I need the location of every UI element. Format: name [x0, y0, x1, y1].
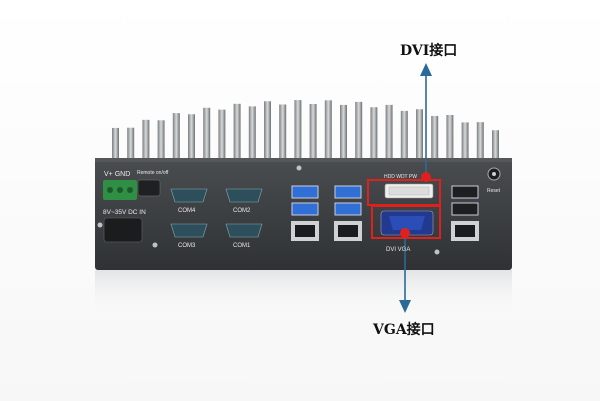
com4-port [170, 188, 208, 203]
dvi-callout-label: DVI接口 [400, 43, 458, 59]
label-remote: Remote on/off [137, 170, 169, 176]
usb2-ports [451, 185, 479, 216]
reset-button [487, 167, 501, 181]
heatsink-fin [370, 107, 378, 160]
vga-callout-arrow [399, 238, 411, 313]
label-dvi-vga: DVI VGA [386, 247, 410, 253]
dvi-callout-dot [421, 172, 431, 182]
label-com1: COM1 [233, 243, 251, 249]
heatsink-fin [431, 115, 439, 160]
heatsink-fin [142, 119, 150, 160]
heatsink-fin [157, 120, 165, 160]
heatsink-fin [112, 127, 119, 160]
lan-port-3 [451, 221, 479, 241]
heatsink-fin [218, 109, 226, 160]
vga-highlight-box [371, 205, 441, 239]
com3-port [170, 223, 208, 238]
vga-callout-label: VGA接口 [373, 322, 435, 338]
heatsink-fins [112, 100, 499, 160]
label-com2: COM2 [233, 208, 251, 214]
heatsink-fin [340, 104, 347, 160]
com1-port [225, 223, 263, 238]
heatsink-fin [400, 110, 408, 160]
dvi-callout-arrow [420, 63, 432, 172]
dvi-port [384, 183, 434, 199]
heatsink-fin [309, 104, 317, 160]
heatsink-fin [461, 122, 469, 160]
heatsink-fin [476, 122, 484, 160]
remote-switch [137, 179, 161, 197]
heatsink-fin [385, 104, 393, 160]
chassis-reflection [95, 270, 512, 320]
heatsink-fin [233, 103, 241, 160]
heatsink-fin [355, 101, 363, 160]
label-com3: COM3 [178, 243, 196, 249]
panel-screws [97, 165, 440, 255]
heatsink-fin [203, 107, 211, 160]
vga-port [380, 210, 434, 236]
power-terminal-block [103, 180, 137, 200]
heatsink-fin [172, 113, 180, 160]
label-power-terminal: V+ GND [104, 171, 130, 178]
heatsink-fin [279, 104, 287, 160]
heatsink-fin [264, 101, 271, 160]
usb3-ports-left [291, 185, 319, 216]
dc-in-port [103, 217, 143, 243]
label-reset: Reset [487, 188, 501, 194]
vga-callout-dot [400, 228, 410, 238]
heatsink-fin [248, 106, 256, 160]
heatsink-fin [294, 100, 302, 160]
label-dc-in: 8V~35V DC IN [103, 209, 146, 216]
heatsink-fin [446, 114, 454, 160]
label-hdd-pwr: HDD WDT PW [384, 174, 417, 180]
heatsink-fin [188, 114, 195, 160]
com2-port [225, 188, 263, 203]
heatsink-fin [416, 109, 423, 160]
lan-port-1 [291, 221, 319, 241]
lan-port-2 [334, 221, 362, 241]
label-com4: COM4 [178, 208, 196, 214]
usb3-ports-right [334, 185, 362, 216]
heatsink-fin [324, 100, 332, 160]
heatsink-fin [492, 130, 499, 160]
heatsink-fin [127, 127, 135, 160]
